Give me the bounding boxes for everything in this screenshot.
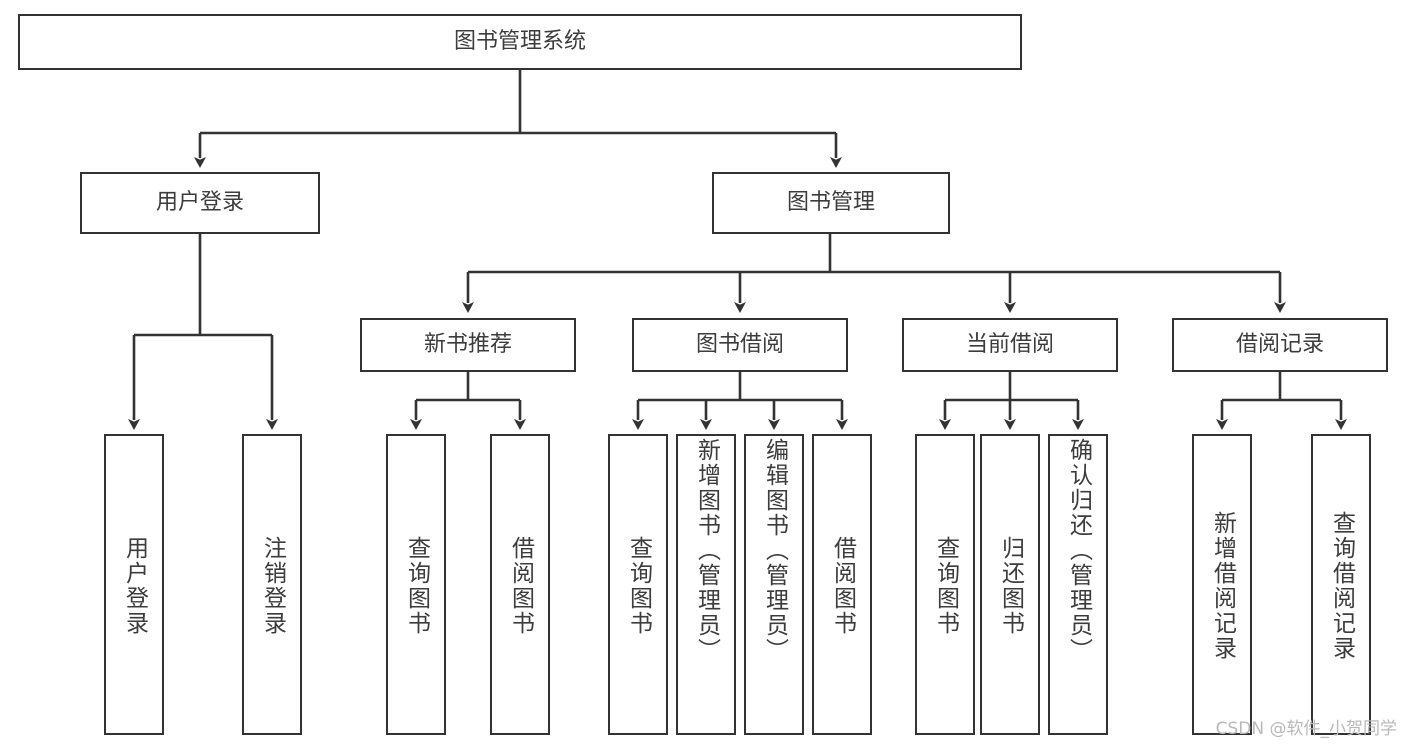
node-label: 借阅图书 — [829, 535, 856, 636]
node-label: 编辑图书（管理员） — [761, 438, 788, 663]
csdn-watermark: CSDN @软件_小贺同学 — [1215, 719, 1397, 739]
node-label: 新增图书（管理员） — [693, 438, 720, 663]
node-label: 图书借阅 — [695, 332, 784, 358]
node-label: 借阅图书 — [507, 535, 534, 636]
leaf-edit-book-admin[interactable]: 编辑图书（管理员） — [744, 434, 804, 735]
leaf-user-login[interactable]: 用户登录 — [104, 434, 164, 735]
leaf-borrow-book-recommend[interactable]: 借阅图书 — [490, 434, 550, 735]
leaf-borrow-book[interactable]: 借阅图书 — [812, 434, 872, 735]
node-user-login[interactable]: 用户登录 — [80, 172, 320, 234]
leaf-logout-login[interactable]: 注销登录 — [242, 434, 302, 735]
node-label: 查询图书 — [403, 535, 430, 636]
leaf-confirm-return-admin[interactable]: 确认归还（管理员） — [1048, 434, 1108, 735]
node-label: 查询图书 — [625, 535, 652, 636]
node-borrow-record[interactable]: 借阅记录 — [1172, 318, 1388, 372]
leaf-add-borrow-record[interactable]: 新增借阅记录 — [1192, 434, 1252, 735]
node-book-management[interactable]: 图书管理 — [712, 172, 950, 234]
node-root-system[interactable]: 图书管理系统 — [18, 14, 1022, 70]
node-label: 图书管理 — [786, 190, 875, 216]
leaf-query-borrow-record[interactable]: 查询借阅记录 — [1311, 434, 1371, 735]
node-new-book-recommend[interactable]: 新书推荐 — [360, 318, 576, 372]
node-label: 借阅记录 — [1235, 332, 1324, 358]
leaf-query-book-recommend[interactable]: 查询图书 — [386, 434, 446, 735]
leaf-query-book-borrow[interactable]: 查询图书 — [608, 434, 668, 735]
node-label: 确认归还（管理员） — [1065, 438, 1092, 663]
node-label: 新增借阅记录 — [1209, 510, 1236, 661]
node-label: 用户登录 — [155, 190, 244, 216]
node-label: 用户登录 — [121, 535, 148, 636]
node-label: 查询借阅记录 — [1328, 510, 1355, 661]
node-label: 图书管理系统 — [453, 29, 586, 55]
leaf-return-book[interactable]: 归还图书 — [980, 434, 1040, 735]
node-label: 注销登录 — [259, 535, 286, 636]
node-label: 当前借阅 — [965, 332, 1054, 358]
node-label: 查询图书 — [932, 535, 959, 636]
leaf-query-book-current[interactable]: 查询图书 — [915, 434, 975, 735]
node-label: 归还图书 — [997, 535, 1024, 636]
node-current-borrow[interactable]: 当前借阅 — [902, 318, 1118, 372]
node-label: 新书推荐 — [423, 332, 512, 358]
leaf-add-book-admin[interactable]: 新增图书（管理员） — [676, 434, 736, 735]
node-book-borrow[interactable]: 图书借阅 — [632, 318, 848, 372]
